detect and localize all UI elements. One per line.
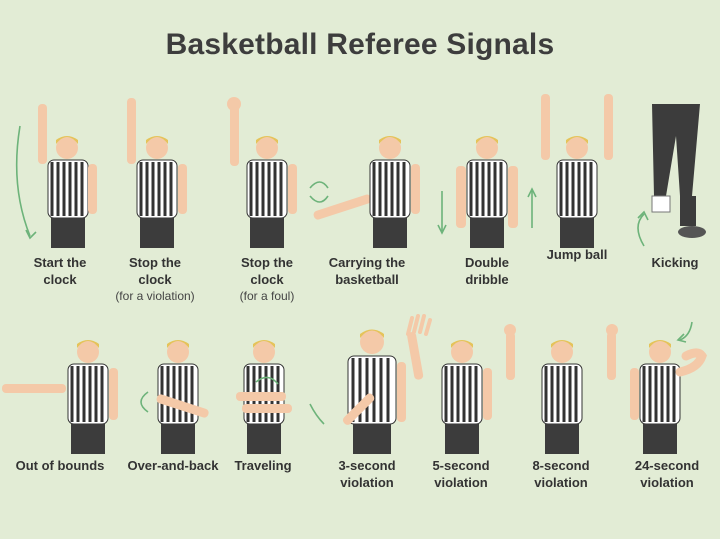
signal-label: Traveling [234,458,292,473]
signal-24-second: 24-second violation [614,312,720,491]
signal-traveling: Traveling [208,312,318,474]
signal-label: 24-second violation [634,458,700,490]
signal-label: Out of bounds [15,458,105,473]
referee-figure [309,329,406,454]
referee-figure [2,340,118,454]
referee-figure [140,340,209,454]
signal-label: Jump ball [546,247,608,262]
referee-figure [236,340,292,454]
referee-figure [15,104,97,248]
referee-figure [227,97,297,248]
signal-label: 3-second violation [338,458,396,490]
signal-label: 8-second violation [532,458,590,490]
signal-stop-clock-violation: Stop the clock (for a violation) [100,96,210,304]
signal-label: 5-second violation [432,458,490,490]
signal-label: Start the clock [33,255,87,287]
signal-jump-ball: Jump ball [522,88,632,263]
signal-label: Stop the clock [241,255,293,287]
referee-figure [127,98,187,248]
signal-start-clock: Start the clock [10,96,110,288]
referee-figure [309,136,420,248]
page-title: Basketball Referee Signals [165,28,555,61]
signal-label: Stop the clock [129,255,181,287]
signal-label: Over-and-back [127,458,219,473]
referee-figure [630,321,707,454]
signal-label: Kicking [651,255,699,270]
signal-sublabel: (for a foul) [239,289,295,303]
signal-8-second: 8-second violation [502,312,620,491]
referee-figure [541,94,613,248]
signal-kicking: Kicking [630,96,720,271]
signal-label: Carrying the basketball [328,255,406,287]
referee-figure [504,324,618,454]
signal-stop-clock-foul: Stop the clock (for a foul) [212,96,322,304]
signal-out-of-bounds: Out of bounds [0,312,120,474]
signal-sublabel: (for a violation) [115,289,195,303]
signal-5-second: 5-second violation [406,312,516,491]
signal-over-and-back: Over-and-back [118,312,228,474]
referee-figure [406,314,492,454]
signal-3-second: 3-second violation [306,312,428,491]
signal-label: Double dribble [464,255,510,287]
referee-figure [437,136,537,248]
signal-carrying: Carrying the basketball [302,96,432,288]
signal-double-dribble: Double dribble [432,96,542,288]
leg-figure [637,104,706,247]
